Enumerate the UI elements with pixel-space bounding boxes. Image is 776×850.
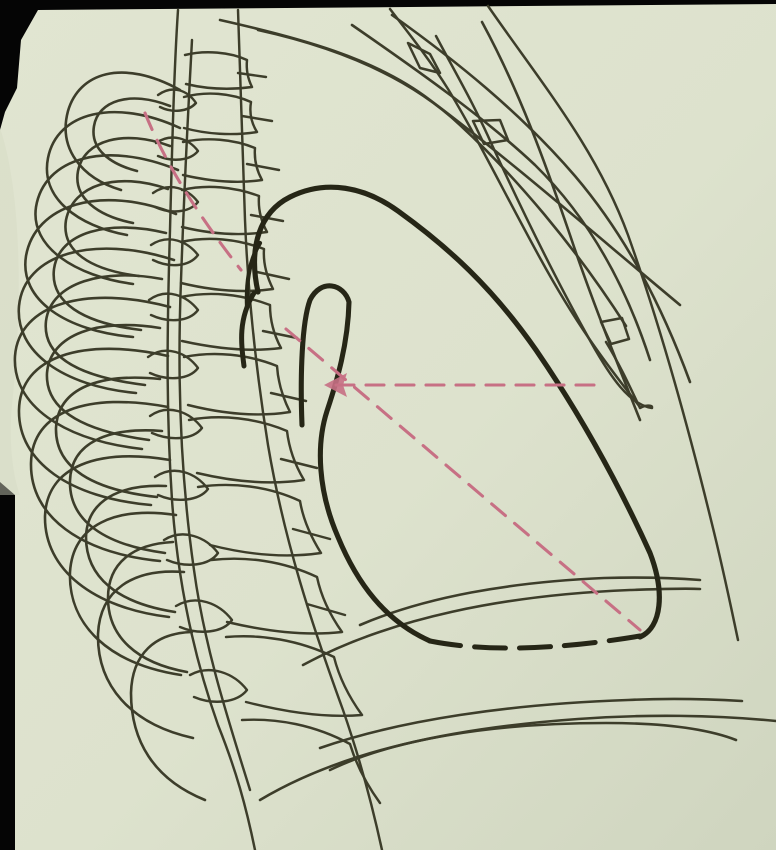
paper-background (0, 4, 776, 850)
